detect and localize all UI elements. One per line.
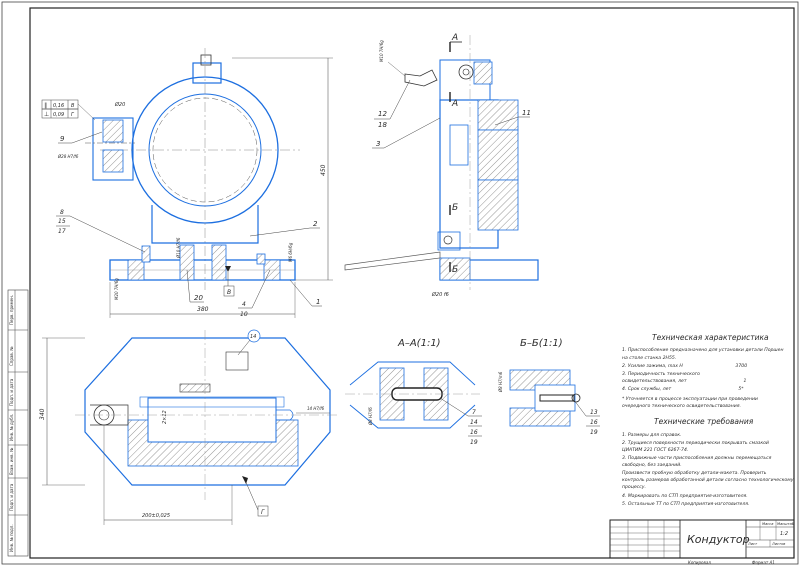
front-datum: В [227,289,231,296]
front-dim-width: 380 [197,306,209,313]
characteristics-line-0: 1. Приспособление предназначено для уста… [622,347,783,353]
requirements-line-1: 2. Трущиеся поверхности периодически пок… [622,440,769,446]
callout-10: 10 [240,311,248,318]
section-a-title: А–А(1:1) [397,338,441,349]
callout-18: 18 [378,121,387,129]
tol-sym-1: ∥ [44,102,47,109]
plan-view: 340 200±0,025 2×12 14 H7/f6 14 Г [39,329,340,525]
requirements-line-5: Произвести пробную обработку детали-маке… [622,470,767,476]
technical-requirements: Технические требования 1. Размеры для сп… [622,417,794,507]
characteristics-line-6: * Уточняется в процессе эксплуатации при… [622,396,758,402]
mass-label: Масса [762,522,773,526]
callout-9: 9 [60,135,65,143]
plan-datum: Г [261,509,265,516]
title-text: Кондуктор [687,533,750,546]
front-fit-2: M20 7H/6g [114,278,119,300]
section-a-callout-0: 7 [472,409,476,416]
section-a-callout-2: 16 [470,429,478,436]
characteristics-line-1: на столе станка 2Н55. [622,355,676,361]
callout-20: 20 [194,294,203,302]
requirements-heading: Технические требования [654,417,754,426]
strip-label-3: Инв. № дубл. [9,414,14,441]
tol-val-2: 0,09 [53,112,64,118]
sheet-label: Лист [747,542,758,546]
requirements-line-9: 5. Остальные ТТ по СТП предприятия-изгот… [622,501,749,507]
strip-label-2: Подп. и дата [9,378,14,406]
section-b-callout-0: 13 [590,409,598,416]
side-section-a-top: А [451,33,458,43]
characteristics-line-7: очередного технического освидетельствова… [622,404,741,409]
requirements-line-0: 1. Размеры для справок. [622,432,682,438]
tol-val-1: 0,16 [53,103,64,109]
section-a-callout-3: 19 [470,439,478,446]
requirements-line-2: ЦИАТИМ 221 ГОСТ 6267-74. [622,447,688,453]
callout-14-plan: 14 [250,334,256,340]
plan-dim-inner: 2×12 [162,410,168,424]
front-view: 450 380 ∥ 0,16 В ⊥ 0,09 Г Ø20 Ø28 H7/f6 … [41,48,333,318]
title-block: Кондуктор Масса Масштаб 1:2 Лист Листов … [609,519,795,565]
front-fit-1: Ø28 H7/f6 [57,154,79,159]
characteristics-line-5: 4. Срок службы, лет 5* [622,386,744,392]
section-b-callout-2: 19 [590,429,598,436]
format-label: Формат А1 [752,560,775,565]
front-fit-3: Ø10 H7/f6 [176,237,181,259]
plan-dim-width: 200±0,025 [142,513,170,519]
callout-17: 17 [58,228,66,235]
front-fit-4: M6 6H/6g [288,242,293,262]
callout-4: 4 [242,301,246,308]
section-a-fit: Ø8 H7/f6 [368,407,373,426]
strip-label-4: Взам. инв. № [9,448,14,475]
side-section-b-top: Б [452,203,458,213]
tolerance-frame: ∥ 0,16 В ⊥ 0,09 Г [41,99,96,121]
section-b-callout-1: 16 [590,419,598,426]
strip-label-5: Подп. и дата [9,483,14,511]
plan-dim-depth: 340 [39,408,46,420]
callout-15: 15 [58,218,66,225]
characteristics-heading: Техническая характеристика [652,333,769,342]
callout-12: 12 [378,110,387,118]
side-section-a-bot: А [451,99,458,109]
section-b-title: Б–Б(1:1) [520,338,563,349]
callout-2: 2 [313,220,318,228]
section-b-b: Б–Б(1:1) Ø8 H7/m6 13 16 19 [498,338,600,436]
plan-dim-right: 14 H7/f6 [307,406,325,411]
strip-label-1: Справ. № [9,347,14,366]
requirements-line-8: 4. Маркировать по СТП предприятия-изгото… [622,493,748,499]
requirements-line-3: 3. Подвижные части приспособления должны… [622,455,772,461]
scale-label: Масштаб [777,522,795,526]
tol-ref-1: В [71,103,75,109]
front-dim-hole: Ø20 [114,101,125,108]
front-dim-height: 450 [320,164,327,176]
callout-8: 8 [60,209,64,216]
scale-value: 1:2 [780,531,788,537]
side-strip: Перв. примен. Справ. № Подп. и дата Инв.… [7,289,29,557]
strip-label-0: Перв. примен. [9,295,14,325]
tol-sym-2: ⊥ [44,111,49,118]
tol-ref-2: Г [71,112,75,118]
characteristics-line-3: 3. Периодичность технического [622,371,700,377]
sheet-inner-frame [29,7,795,559]
section-a-callout-1: 14 [470,419,478,426]
section-a-a: А–А(1:1) Ø8 H7/f6 7 14 16 19 [345,338,482,446]
requirements-line-6: контроль размеров обработанной детали со… [622,477,794,483]
characteristics-line-4: освидетельствования, лет 1 [622,378,746,384]
requirements-line-4: свободно, без заеданий. [622,462,682,468]
side-dim-bottom: Ø20 f6 [431,291,449,298]
callout-1: 1 [316,298,320,306]
side-view: А А Б Б M10 7H/6g Ø20 f6 12 18 3 11 [344,33,539,298]
section-b-fit: Ø8 H7/m6 [498,371,503,393]
requirements-line-7: процессу. [622,485,646,490]
technical-characteristics: Техническая характеристика 1. Приспособл… [622,333,783,409]
sheets-label: Листов [771,542,785,546]
strip-label-6: Инв. № подл. [9,524,14,552]
side-fit-top: M10 7H/6g [379,40,384,62]
callout-3: 3 [376,140,380,148]
side-section-b-bot: Б [452,265,458,275]
characteristics-line-2: 2. Усилие зажима, max Н 3700 [622,363,747,369]
callout-11: 11 [522,109,531,117]
copied-label: Копировал [688,560,711,565]
